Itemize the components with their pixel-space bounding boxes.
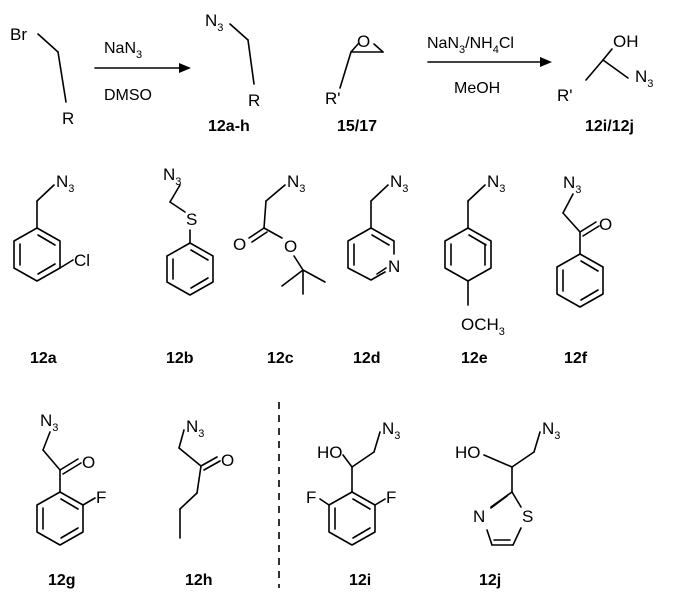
compound-label-12e: 12e bbox=[461, 350, 488, 367]
epoxide-oxygen-label: O bbox=[357, 32, 370, 51]
alkyl-bromide: Br R bbox=[10, 25, 74, 128]
azido-alcohol: OH R' N3 bbox=[557, 32, 653, 105]
reagent-sodium-azide: NaN3 bbox=[104, 40, 142, 61]
compound-12e: N3 OCH3 bbox=[444, 172, 505, 338]
alkyl-azide: N3 R bbox=[205, 11, 260, 110]
hydroxy-label: OH bbox=[613, 32, 639, 51]
azide-label: N3 bbox=[390, 172, 408, 195]
azide-label: N3 bbox=[205, 11, 223, 34]
azide-label: N3 bbox=[563, 173, 581, 196]
reaction-1: Br R NaN3 DMSO N3 R 12a-h bbox=[10, 11, 260, 135]
azide-label: N3 bbox=[186, 417, 204, 440]
compound-12b: N3 S bbox=[163, 165, 214, 296]
compound-label-12f: 12f bbox=[564, 350, 588, 367]
compound-label-12h: 12h bbox=[185, 572, 213, 589]
thiazole-sulfur-label: S bbox=[522, 507, 533, 526]
reaction-2: O R' 15/17 NaN3/NH4Cl MeOH OH R' N3 12i/… bbox=[325, 32, 653, 135]
compound-label-12i: 12i bbox=[349, 572, 371, 589]
compound-label-12a: 12a bbox=[30, 350, 57, 367]
reagent-sodium-azide-ammonium-chloride: NaN3/NH4Cl bbox=[427, 35, 514, 56]
hydroxy-label: HO bbox=[317, 443, 343, 462]
reagent-dmso: DMSO bbox=[104, 87, 152, 104]
epoxide: O R' bbox=[325, 32, 384, 108]
carbonyl-oxygen-label: O bbox=[221, 451, 234, 470]
azide-label: N3 bbox=[635, 67, 653, 90]
bromine-label: Br bbox=[10, 25, 27, 44]
r-group-label: R bbox=[248, 91, 260, 110]
compound-label-12j: 12j bbox=[479, 572, 501, 589]
azide-label: N3 bbox=[382, 419, 400, 442]
reaction-2-arrowhead bbox=[540, 57, 552, 67]
azide-label: N3 bbox=[56, 172, 74, 195]
compound-12c: N3 O O bbox=[233, 172, 326, 295]
compound-12d: N3 N bbox=[347, 172, 408, 281]
r-prime-label: R' bbox=[325, 89, 341, 108]
r-group-label: R bbox=[62, 109, 74, 128]
methoxy-label: OCH3 bbox=[461, 315, 505, 338]
compound-12f: N3 O bbox=[556, 173, 612, 308]
r-prime-label: R' bbox=[557, 86, 573, 105]
azide-label: N3 bbox=[40, 411, 58, 434]
carbonyl-oxygen-label: O bbox=[82, 453, 95, 472]
compound-12j: N3 HO S N bbox=[455, 419, 560, 546]
compound-label-12i-12j: 12i/12j bbox=[585, 118, 634, 135]
carbonyl-oxygen-label: O bbox=[233, 235, 246, 254]
reaction-1-arrowhead bbox=[179, 63, 191, 73]
compound-12a: N3 Cl bbox=[13, 172, 90, 282]
fluorine-left-label: F bbox=[306, 488, 316, 507]
compound-12i: N3 HO F F bbox=[306, 419, 400, 546]
compound-label-12b: 12b bbox=[166, 350, 194, 367]
carbonyl-oxygen-label: O bbox=[599, 215, 612, 234]
azide-label: N3 bbox=[487, 172, 505, 195]
azide-label: N3 bbox=[163, 165, 181, 188]
compound-label-12d: 12d bbox=[353, 350, 381, 367]
thiazole-nitrogen-label: N bbox=[473, 507, 485, 526]
compound-label-12a-h: 12a-h bbox=[208, 118, 250, 135]
pyridine-nitrogen-label: N bbox=[388, 257, 400, 276]
fluorine-right-label: F bbox=[386, 488, 396, 507]
ester-oxygen-label: O bbox=[284, 237, 297, 256]
reagent-methanol: MeOH bbox=[454, 80, 500, 97]
azide-label: N3 bbox=[542, 419, 560, 442]
fluorine-label: F bbox=[96, 488, 106, 507]
compound-12g: N3 O F bbox=[36, 411, 106, 546]
compound-label-12g: 12g bbox=[48, 572, 76, 589]
sulfur-label: S bbox=[186, 210, 197, 229]
compound-12h: N3 O bbox=[178, 417, 234, 539]
compound-label-12c: 12c bbox=[267, 350, 294, 367]
compound-label-15-17: 15/17 bbox=[337, 118, 377, 135]
azide-label: N3 bbox=[287, 172, 305, 195]
chlorine-label: Cl bbox=[74, 251, 90, 270]
hydroxy-label: HO bbox=[455, 443, 481, 462]
